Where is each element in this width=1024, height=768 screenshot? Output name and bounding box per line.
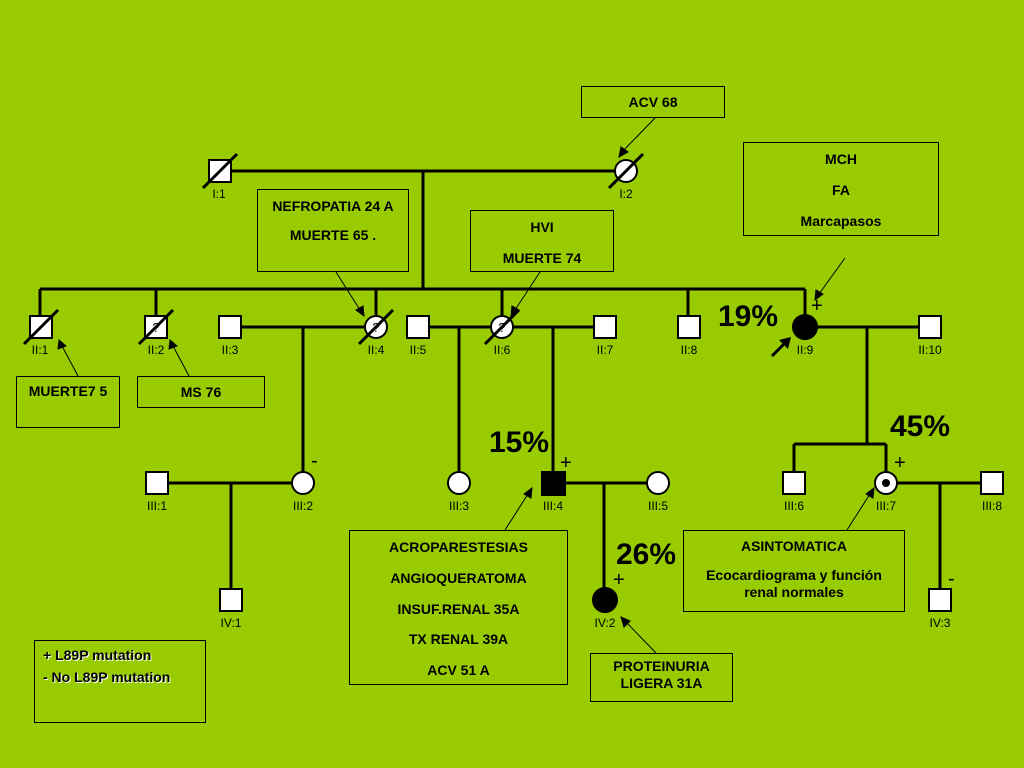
unknown-mark: ?	[498, 320, 505, 335]
individual-II-5	[406, 315, 430, 339]
individual-IV-1	[219, 588, 243, 612]
individual-III-4	[541, 471, 566, 496]
label-II-8: II:8	[680, 343, 698, 357]
label-II-4: II:4	[367, 343, 385, 357]
label-III-4: III:4	[542, 499, 563, 513]
mutation-sign-II-9: +	[811, 295, 823, 317]
mutation-sign-III-4: +	[560, 452, 572, 474]
individual-III-7	[874, 471, 898, 495]
individual-II-1	[22, 308, 60, 346]
label-IV-2: IV:2	[594, 616, 616, 630]
note-proteinuria: PROTEINURIA LIGERA 31A	[590, 653, 733, 702]
mutation-sign-IV-3: -	[948, 568, 955, 590]
label-II-2: II:2	[147, 343, 165, 357]
note-mch: MCH FA Marcapasos	[743, 142, 939, 236]
note-acroparestesias: ACROPARESTESIAS ANGIOQUERATOMA INSUF.REN…	[349, 530, 568, 685]
label-III-2: III:2	[292, 499, 313, 513]
label-III-8: III:8	[981, 499, 1002, 513]
mutation-sign-IV-2: +	[613, 569, 625, 591]
label-IV-1: IV:1	[220, 616, 242, 630]
unknown-mark: ?	[372, 320, 379, 335]
individual-III-5	[646, 471, 670, 495]
label-I-1: I:1	[212, 187, 226, 201]
individual-III-6	[782, 471, 806, 495]
legend-minus: - No L89P mutation	[43, 669, 171, 685]
legend-plus: + L89P mutation	[43, 647, 152, 663]
individual-II-4: ?	[357, 308, 395, 346]
note-hvi: HVI MUERTE 74	[470, 210, 614, 272]
individual-II-3	[218, 315, 242, 339]
note-nefropatia: NEFROPATIA 24 A MUERTE 65 .	[257, 189, 409, 272]
percentage-iii4: 15%	[489, 426, 550, 459]
individual-III-8	[980, 471, 1004, 495]
label-III-1: III:1	[146, 499, 167, 513]
pedigree-lines	[38, 169, 981, 589]
percentage-iii7: 45%	[890, 410, 951, 443]
label-III-6: III:6	[783, 499, 804, 513]
percentage-iv2: 26%	[616, 538, 677, 571]
note-asintomatica: ASINTOMATICA Ecocardiograma y función re…	[683, 530, 905, 612]
label-III-7: III:7	[875, 499, 896, 513]
individual-II-7	[593, 315, 617, 339]
note-muerte75: MUERTE7 5	[16, 376, 120, 428]
individual-II-2: ?	[137, 308, 175, 346]
label-III-5: III:5	[647, 499, 668, 513]
label-II-3: II:3	[221, 343, 239, 357]
note-acv68: ACV 68	[581, 86, 725, 118]
label-II-6: II:6	[493, 343, 511, 357]
individual-II-10	[918, 315, 942, 339]
label-II-1: II:1	[31, 343, 49, 357]
mutation-sign-III-7: +	[894, 452, 906, 474]
label-I-2: I:2	[619, 187, 633, 201]
unknown-mark: ?	[152, 320, 159, 335]
proband-arrow	[770, 337, 791, 358]
individual-II-9	[792, 314, 818, 340]
individual-I-2	[607, 152, 645, 190]
percentage-ii9: 19%	[718, 300, 779, 333]
individual-I-1	[201, 152, 239, 190]
note-ms76: MS 76	[137, 376, 265, 408]
individual-IV-2	[592, 587, 618, 613]
label-II-9: II:9	[796, 343, 814, 357]
individual-III-2	[291, 471, 315, 495]
label-II-7: II:7	[596, 343, 614, 357]
label-IV-3: IV:3	[929, 616, 951, 630]
individual-II-6: ?	[483, 308, 521, 346]
individual-IV-3	[928, 588, 952, 612]
individual-III-3	[447, 471, 471, 495]
label-III-3: III:3	[448, 499, 469, 513]
label-II-10: II:10	[918, 343, 942, 357]
label-II-5: II:5	[409, 343, 427, 357]
legend: + L89P mutation - No L89P mutation	[34, 640, 206, 723]
mutation-sign-III-2: -	[311, 450, 318, 472]
individual-II-8	[677, 315, 701, 339]
individual-III-1	[145, 471, 169, 495]
